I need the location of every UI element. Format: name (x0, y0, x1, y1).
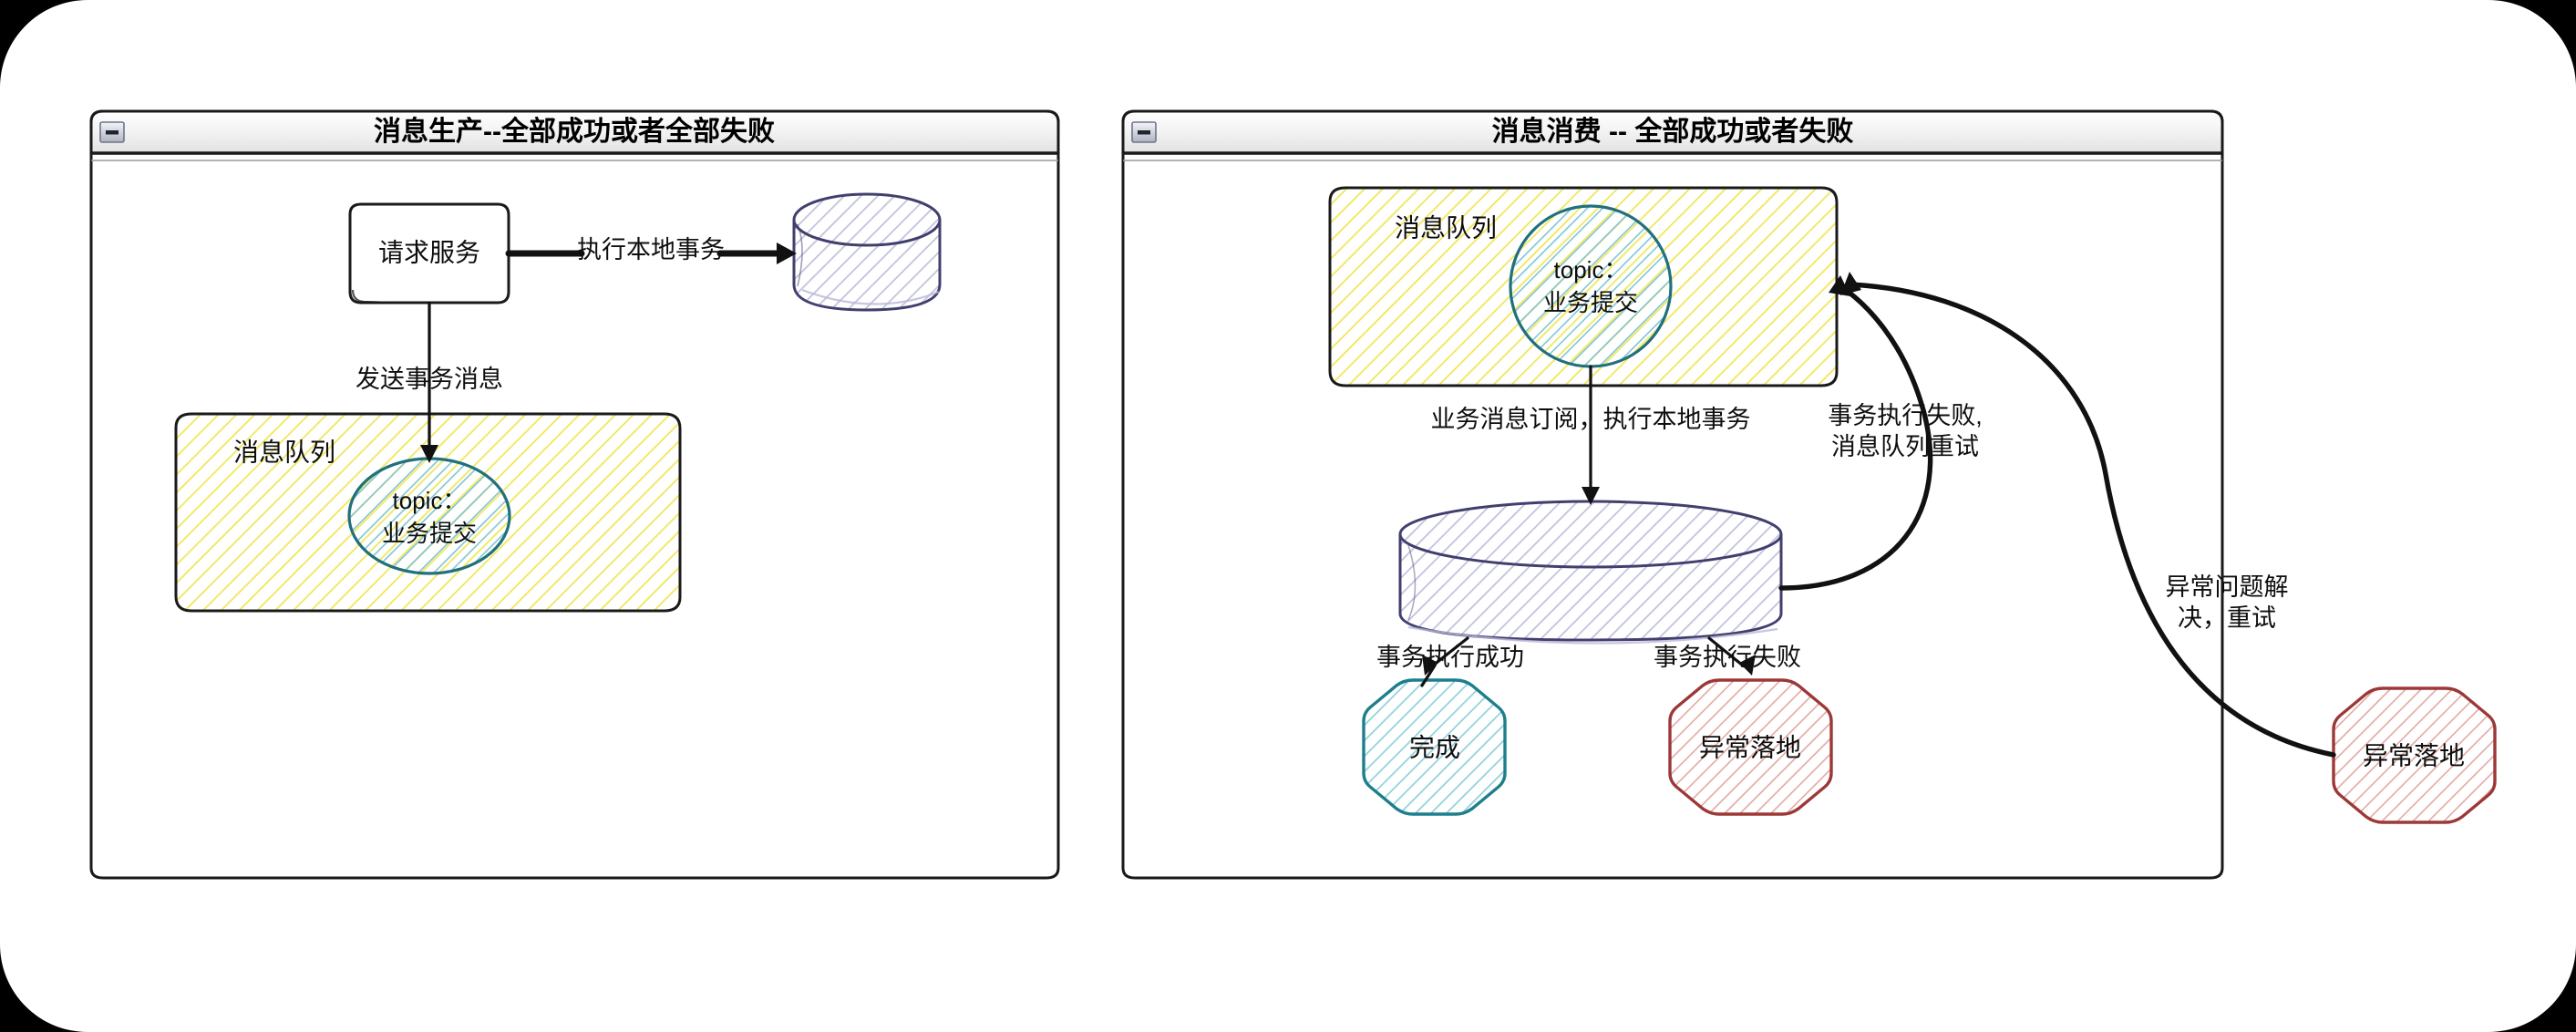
request-service-label: 请求服务 (378, 238, 480, 266)
success-label: 完成 (1409, 733, 1460, 761)
minimize-icon[interactable] (99, 121, 125, 143)
node-failure[interactable]: 异常落地 (1668, 678, 1833, 816)
edge-tx-success-line-b (1420, 664, 1437, 687)
edge-subscribe: 业务消息订阅，执行本地事务 (1431, 365, 1751, 505)
consumer-topic-label-2: 业务提交 (1543, 289, 1638, 316)
failure-shape (1668, 678, 1833, 816)
minimize-icon[interactable] (1131, 121, 1157, 143)
edge-tx-failure-label: 事务执行失败 (1654, 644, 1801, 671)
node-request-service[interactable]: 请求服务 (348, 202, 510, 304)
failure-label: 异常落地 (1699, 733, 1801, 761)
edge-retry-label-2: 消息队列重试 (1831, 433, 1979, 460)
db-body-consumer (1398, 534, 1783, 642)
consumer-queue-label: 消息队列 (1395, 213, 1497, 242)
success-shape (1362, 678, 1507, 816)
window-producer[interactable]: 消息生产--全部成功或者全部失败 请求服务 执行本地 (89, 109, 1060, 880)
edge-send-tx-message: 发送事务消息 (355, 301, 503, 463)
edge-resolved-retry: 异常问题解 决，重试 (1840, 272, 2336, 758)
node-external-failure[interactable]: 异常落地 (2332, 686, 2497, 824)
db-body-producer (792, 220, 942, 312)
edge-retry-curve (1778, 285, 1933, 591)
window-titlebar-producer (89, 109, 1060, 155)
node-success[interactable]: 完成 (1362, 678, 1507, 816)
edge-local-transaction-label: 执行本地事务 (577, 236, 725, 263)
edge-tx-success-arrowhead (1422, 655, 1438, 676)
edge-tx-failure: 事务执行失败 (1654, 636, 1801, 676)
external-failure-label: 异常落地 (2363, 741, 2465, 769)
window-consumer[interactable]: 消息消费 -- 全部成功或者失败 消息队列 topic： 业务提交 (1121, 109, 2224, 880)
request-service-shape (348, 202, 510, 304)
sketch-stroke (351, 289, 393, 304)
edge-resolved-retry-label-1: 异常问题解 (2166, 573, 2289, 601)
edge-tx-failure-line-a (1707, 636, 1745, 667)
node-consumer-topic[interactable]: topic： 业务提交 (1509, 204, 1673, 368)
edge-tx-success: 事务执行成功 (1376, 636, 1524, 687)
edge-local-transaction: 执行本地事务 (505, 236, 797, 264)
edge-resolved-retry-curve (1848, 282, 2336, 758)
producer-topic-label-1: topic： (393, 487, 467, 514)
consumer-topic-label-1: topic： (1554, 256, 1628, 284)
window-title-producer: 消息生产--全部成功或者全部失败 (374, 116, 775, 147)
edge-tx-success-label: 事务执行成功 (1376, 644, 1524, 671)
edge-retry-label-1: 事务执行失败, (1828, 402, 1983, 429)
producer-topic-shape (347, 457, 511, 575)
edge-tx-failure-arrowhead (1739, 655, 1756, 676)
db-top-producer (792, 192, 942, 247)
consumer-topic-shape (1509, 204, 1673, 368)
edge-tx-success-line-a (1431, 636, 1469, 667)
window-title-consumer: 消息消费 -- 全部成功或者失败 (1492, 116, 1854, 147)
node-producer-database[interactable] (792, 192, 942, 312)
edge-resolved-retry-arrowhead (1840, 272, 1861, 295)
external-failure-shape (2332, 686, 2497, 824)
producer-topic-label-2: 业务提交 (382, 520, 477, 547)
edge-send-tx-message-label: 发送事务消息 (355, 366, 503, 393)
edge-retry: 事务执行失败, 消息队列重试 (1778, 275, 1983, 591)
edge-subscribe-arrowhead (1582, 487, 1600, 505)
producer-queue-label: 消息队列 (233, 438, 335, 466)
edge-local-transaction-arrowhead (777, 243, 797, 264)
window-titlebar-consumer (1121, 109, 2224, 155)
node-consumer-database[interactable] (1398, 500, 1783, 645)
node-producer-topic[interactable]: topic： 业务提交 (347, 457, 511, 575)
db-top-consumer (1398, 500, 1783, 569)
edge-resolved-retry-label-2: 决，重试 (2178, 604, 2276, 632)
edge-send-tx-message-arrowhead (420, 445, 438, 463)
edge-subscribe-label: 业务消息订阅，执行本地事务 (1431, 406, 1751, 433)
